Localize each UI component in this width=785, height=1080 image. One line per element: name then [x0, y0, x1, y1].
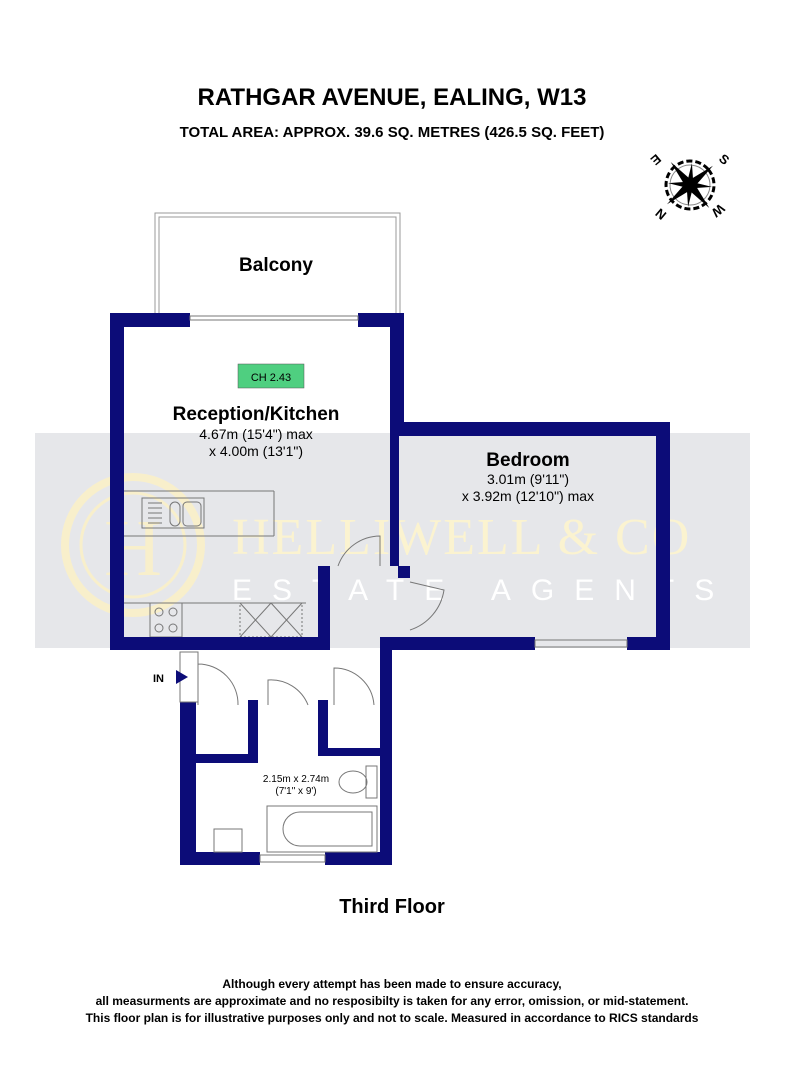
- reception-dim2: x 4.00m (13'1"): [209, 443, 303, 459]
- bathroom-dim2: (7'1" x 9'): [275, 786, 316, 797]
- property-title: RATHGAR AVENUE, EALING, W13: [198, 84, 587, 111]
- watermark-brand: HELLIWELL & CO: [232, 509, 691, 566]
- windows-doors: [189, 315, 628, 863]
- reception-dim1: 4.67m (15'4") max: [199, 426, 312, 442]
- disclaimer-line-1: Although every attempt has been made to …: [222, 977, 561, 991]
- ceiling-height: CH 2.43: [251, 372, 291, 384]
- compass-w-label: W: [708, 201, 728, 221]
- balcony-label: Balcony: [239, 255, 313, 276]
- balcony: [154, 212, 401, 313]
- bathroom-dim1: 2.15m x 2.74m: [263, 774, 329, 785]
- compass-n-label: N: [652, 205, 669, 223]
- bathroom-fittings: [213, 765, 378, 853]
- walls: [110, 313, 670, 865]
- total-area: TOTAL AREA: APPROX. 39.6 SQ. METRES (426…: [180, 124, 605, 141]
- disclaimer-line-2: all measurments are approximate and no r…: [96, 994, 689, 1008]
- disclaimer-line-3: This floor plan is for illustrative purp…: [86, 1011, 699, 1025]
- entrance-label: IN: [153, 673, 164, 685]
- compass-s-label: S: [716, 151, 733, 168]
- compass-rose-icon: [664, 159, 716, 211]
- entrance-arrow-icon: [176, 670, 188, 684]
- watermark-tagline: ESTATE AGENTS: [232, 574, 734, 607]
- compass-e-label: E: [648, 151, 665, 168]
- floor-label: Third Floor: [339, 896, 445, 918]
- bedroom-label: Bedroom: [486, 450, 569, 471]
- bedroom-dim1: 3.01m (9'11"): [487, 471, 569, 487]
- ceiling-height-badge: [237, 363, 305, 389]
- kitchen-fittings: [124, 490, 306, 638]
- reception-label: Reception/Kitchen: [173, 404, 340, 425]
- bedroom-dim2: x 3.92m (12'10") max: [462, 488, 594, 504]
